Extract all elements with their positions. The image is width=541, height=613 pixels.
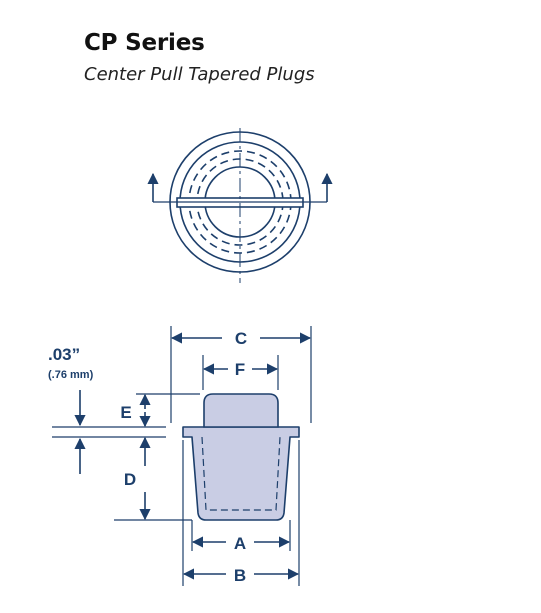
flange-note-mm: (.76 mm) bbox=[48, 369, 94, 381]
hidden-cavity-outline bbox=[201, 436, 281, 511]
dimension-arrows bbox=[74, 332, 312, 580]
flange-note-inches: .03” bbox=[48, 345, 80, 364]
dim-label-b: B bbox=[234, 566, 246, 585]
dim-label-d: D bbox=[124, 470, 136, 489]
dim-label-a: A bbox=[234, 534, 246, 553]
top-view bbox=[147, 128, 333, 283]
plug-body bbox=[182, 426, 300, 521]
page-subtitle: Center Pull Tapered Plugs bbox=[84, 64, 315, 85]
dim-label-c: C bbox=[235, 329, 247, 348]
side-view bbox=[182, 393, 300, 521]
page-title: CP Series bbox=[84, 30, 205, 56]
dimension-labels: C F E D A B bbox=[120, 329, 247, 585]
dim-label-e: E bbox=[120, 403, 131, 422]
pull-tab bbox=[203, 393, 279, 428]
flange-thickness-note: .03” (.76 mm) bbox=[48, 345, 94, 381]
dim-label-f: F bbox=[235, 360, 245, 379]
